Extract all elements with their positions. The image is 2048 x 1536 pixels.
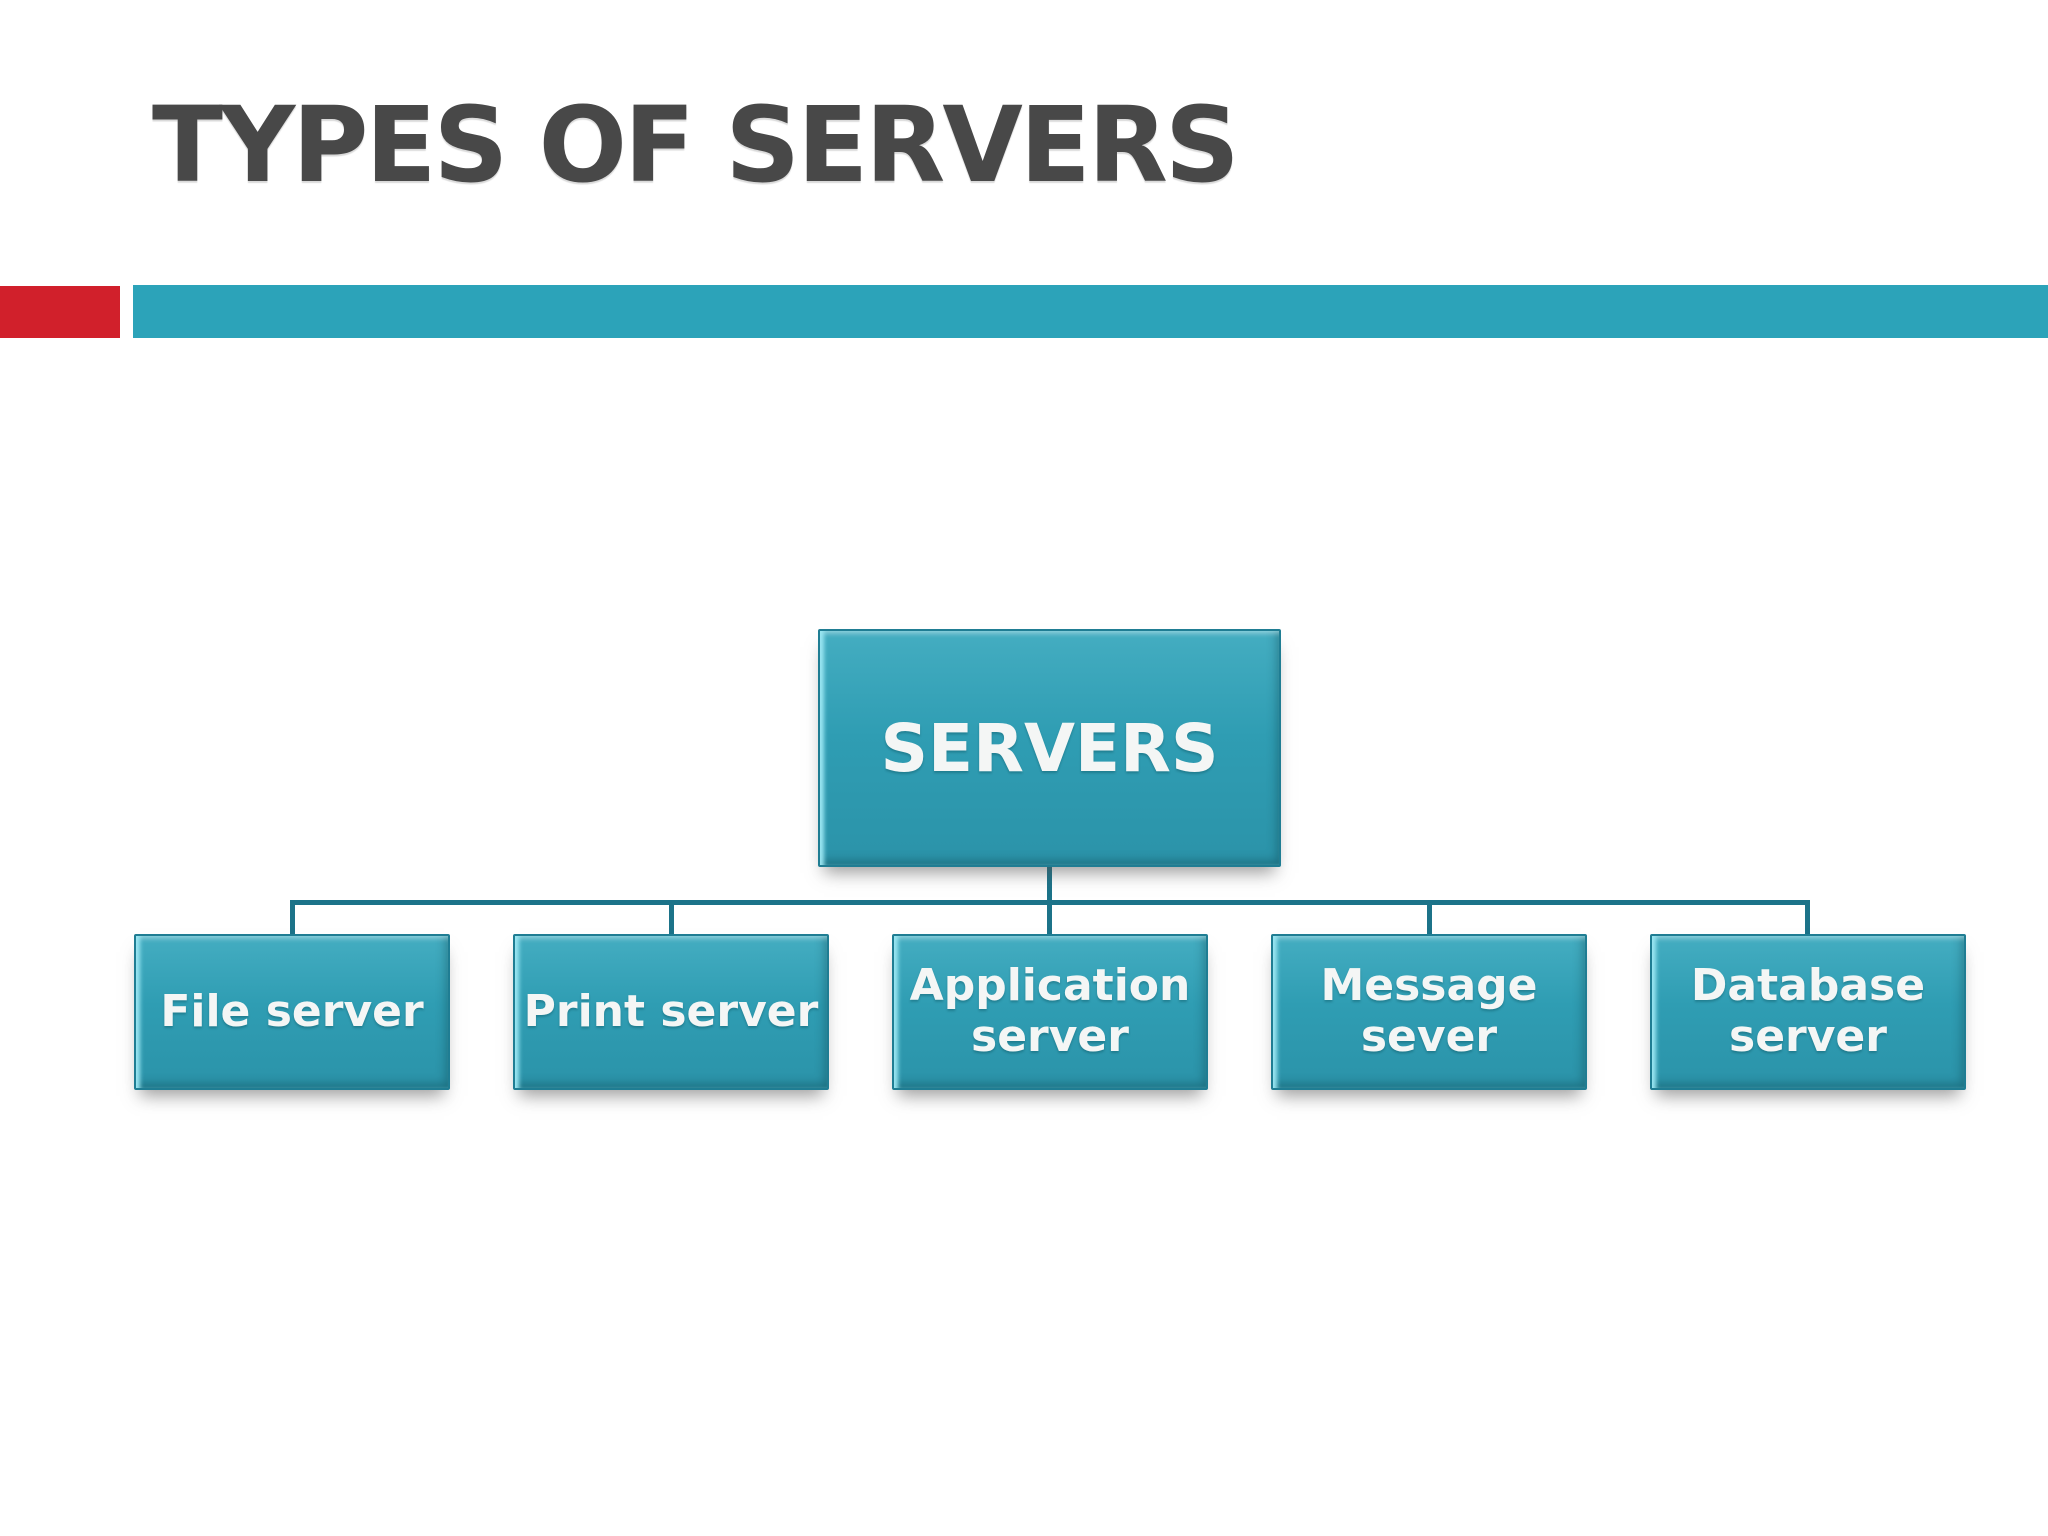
node-servers-label: SERVERS [880,709,1219,787]
connector-root-stem [1047,866,1052,905]
slide-title: TYPES OF SERVERS [152,84,1240,206]
node-database-server-label: Database server [1690,960,1926,1062]
connector-stub-database-server [1805,900,1810,938]
connector-stub-print-server [669,900,674,938]
node-application-server: Application server [892,934,1208,1090]
node-database-server: Database server [1650,934,1966,1090]
node-file-server-label: File server [160,985,424,1037]
node-message-sever-label: Message sever [1320,960,1538,1062]
connector-stub-message-sever [1427,900,1432,938]
node-application-server-label: Application server [909,960,1191,1062]
node-servers: SERVERS [818,629,1281,867]
connector-stub-application-server [1047,900,1052,938]
accent-bar-teal [133,285,2048,338]
node-message-sever: Message sever [1271,934,1587,1090]
connector-stub-file-server [290,900,295,938]
node-print-server-label: Print server [523,985,819,1037]
accent-bar-red [0,286,120,338]
node-file-server: File server [134,934,450,1090]
node-print-server: Print server [513,934,829,1090]
